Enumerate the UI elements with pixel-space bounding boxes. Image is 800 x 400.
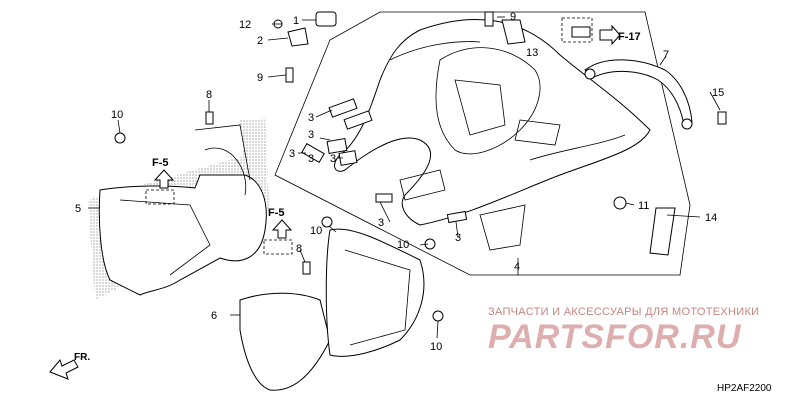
callout-13: 13 [526,47,538,59]
callout-3g: 3 [455,232,461,244]
watermark-subtitle: ЗАПЧАСТИ И АКСЕССУАРЫ ДЛЯ МОТОТЕХНИКИ [488,306,760,318]
clip-part-10b [321,216,333,228]
leader-lines [88,16,721,339]
front-arrow-label: FR. [74,352,90,363]
screw-part-8b [302,261,311,275]
callout-9b: 9 [257,72,263,84]
bracket-part-2 [287,27,309,47]
callout-6: 6 [211,310,217,322]
callout-5: 5 [75,203,81,215]
front-arrow-icon [49,358,79,380]
bolt-part-9b [285,67,294,83]
callout-12: 12 [239,19,251,31]
callout-10b: 10 [310,225,322,237]
callout-3d: 3 [308,153,314,165]
mudguard-part-5 [98,124,267,296]
clip-part-10d [432,310,444,322]
callout-3a: 3 [308,112,314,124]
callout-1: 1 [293,15,299,27]
callout-10c: 10 [397,239,409,251]
section-ref-f17: F-17 [561,17,641,46]
strap-part-14 [649,207,676,256]
callout-9a: 9 [510,11,516,23]
screw-part-8a [205,111,214,125]
bolt-f17 [571,26,591,38]
callout-2: 2 [257,35,263,47]
section-ref-f17-label: F-17 [618,31,641,43]
rear-fender-part-4 [334,18,651,251]
splash-guard-part-6 [239,228,425,391]
callout-8a: 8 [206,89,212,101]
bolt-part-15 [717,111,727,125]
assembly-frame [274,11,691,276]
callout-15: 15 [712,87,724,99]
front-direction-arrow: FR. [49,352,90,380]
callout-10a: 10 [111,109,123,121]
section-ref-f5-right-label: F-5 [268,207,285,219]
grab-rail-part-7 [584,59,693,130]
callout-3b: 3 [308,129,314,141]
nut-part-11 [613,196,627,210]
diagram-code: HP2AF2200 [717,383,772,394]
callout-8b: 8 [296,243,302,255]
strap-part-13 [501,19,526,45]
bolt-part-9a [484,11,494,27]
callout-4: 4 [514,261,520,273]
section-ref-f5-right: F-5 [263,207,293,255]
clip-part-10a [114,132,126,144]
clip-part-1 [315,11,337,27]
callout-10d: 10 [430,341,442,353]
callout-7: 7 [663,49,669,61]
shading-upper [240,118,268,175]
callout-3f: 3 [378,217,384,229]
callout-3e: 3 [330,153,336,165]
callout-numbers: 1 2 3 3 3 3 3 3 3 4 5 6 7 8 8 9 9 10 10 … [75,11,724,353]
section-ref-f5-left: F-5 [145,157,175,205]
section-ref-f5-left-label: F-5 [152,157,169,169]
watermark-logo: PARTSFOR.RU [488,318,742,356]
hardware-parts [114,11,727,322]
callout-14: 14 [705,212,717,224]
callout-3c: 3 [289,148,295,160]
callout-11: 11 [638,200,649,212]
rubber-pads-part-3 [301,98,468,224]
